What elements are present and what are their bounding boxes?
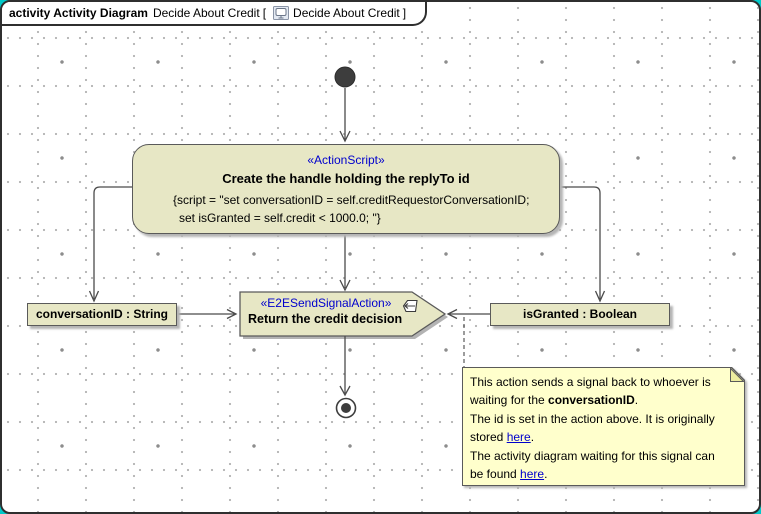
script-line-1: {script = "set conversationID = self.cre… bbox=[173, 193, 530, 207]
conversationid-pin-label: conversationID : String bbox=[35, 307, 169, 321]
isgranted-pin[interactable]: isGranted : Boolean bbox=[490, 303, 670, 326]
note-text: be found bbox=[470, 467, 521, 482]
isgranted-pin-label: isGranted : Boolean bbox=[522, 307, 638, 321]
initial-node[interactable] bbox=[334, 66, 356, 88]
note-line: be found here. bbox=[470, 465, 737, 483]
note-text: . bbox=[634, 393, 639, 408]
edge-action-to-conversationid[interactable] bbox=[93, 186, 132, 299]
diagram-name: Decide About Credit bbox=[152, 6, 260, 20]
note-text: The id is set in the action above. It is… bbox=[470, 411, 715, 426]
final-node-dot bbox=[341, 403, 351, 413]
actionscript-node[interactable]: «ActionScript» Create the handle holding… bbox=[132, 144, 560, 234]
note-text: waiting for the bbox=[470, 393, 549, 408]
diagram-header-tab[interactable]: activity Activity Diagram Decide About C… bbox=[2, 2, 428, 26]
send-signal-stereotype: «E2ESendSignalAction» bbox=[260, 296, 392, 310]
activity-diagram-icon bbox=[273, 6, 290, 20]
send-signal-action-label[interactable]: «E2ESendSignalAction» Return the credit … bbox=[240, 293, 412, 335]
note-bold-text: conversationID bbox=[548, 393, 635, 408]
note-line: This action sends a signal back to whoev… bbox=[470, 373, 737, 391]
send-signal-title: Return the credit decision bbox=[248, 312, 403, 326]
arrowhead bbox=[339, 385, 351, 397]
script-line-2: set isGranted = self.credit < 1000.0; "} bbox=[179, 211, 381, 225]
arrowhead bbox=[339, 130, 351, 143]
bracket-close: ] bbox=[402, 6, 407, 20]
bracket-open: [ bbox=[262, 6, 267, 20]
send-signal-action-shape[interactable] bbox=[239, 291, 447, 337]
note-text: . bbox=[544, 467, 548, 482]
note-text: This action sends a signal back to whoev… bbox=[470, 375, 711, 389]
actionscript-stereotype: «ActionScript» bbox=[307, 153, 385, 167]
actionscript-script: {script = "set conversationID = self.cre… bbox=[133, 191, 559, 227]
comment-note-wrapper: This action sends a signal back to whoev… bbox=[463, 367, 745, 485]
note-link-found-here[interactable]: here bbox=[520, 467, 545, 482]
note-text: . bbox=[530, 430, 535, 445]
edge-action-to-isgranted[interactable] bbox=[560, 186, 601, 299]
arrowhead bbox=[594, 290, 606, 303]
note-folded-corner-icon bbox=[730, 367, 745, 382]
comment-note[interactable]: This action sends a signal back to whoev… bbox=[463, 368, 744, 485]
note-line: The id is set in the action above. It is… bbox=[470, 410, 737, 428]
note-link-stored-here[interactable]: here bbox=[506, 430, 531, 445]
note-text: stored bbox=[470, 430, 507, 445]
arrowhead bbox=[339, 279, 351, 292]
note-line: waiting for the conversationID. bbox=[470, 391, 737, 409]
diagram-context-name: Decide About Credit bbox=[293, 6, 400, 20]
note-line: stored here. bbox=[470, 428, 737, 446]
actionscript-title: Create the handle holding the replyTo id bbox=[222, 171, 470, 186]
note-line: The activity diagram waiting for this si… bbox=[470, 447, 737, 465]
arrowhead bbox=[446, 308, 458, 320]
arrowhead bbox=[88, 290, 100, 303]
send-signal-icon bbox=[401, 298, 419, 314]
diagram-kind-label: activity Activity Diagram bbox=[9, 6, 148, 20]
note-text: The activity diagram waiting for this si… bbox=[470, 448, 715, 463]
arrowhead bbox=[226, 308, 238, 320]
conversationid-pin[interactable]: conversationID : String bbox=[27, 303, 177, 326]
